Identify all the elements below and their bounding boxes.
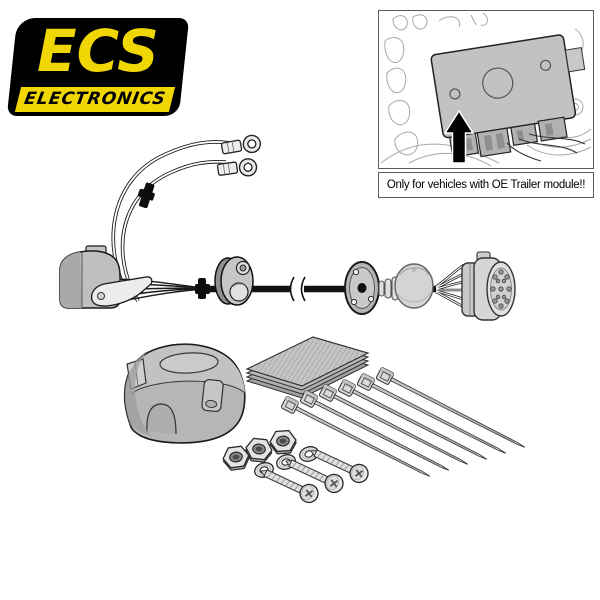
ring-terminal-earth-wires bbox=[111, 134, 262, 302]
wiring-harness bbox=[59, 134, 516, 321]
oe-module-illustration bbox=[380, 12, 592, 167]
module-wires bbox=[506, 133, 586, 162]
cable-break-mark bbox=[300, 276, 306, 302]
wire-clip bbox=[137, 182, 155, 209]
rubber-grommet-with-boot bbox=[378, 263, 434, 309]
mounting-kit bbox=[123, 336, 529, 507]
adhesive-plates bbox=[245, 336, 370, 399]
oe-caption-box: Only for vehicles with OE Trailer module… bbox=[378, 172, 594, 198]
up-arrow-icon bbox=[443, 109, 475, 164]
bolts bbox=[256, 441, 372, 507]
hex-nut bbox=[268, 429, 298, 456]
logo-brand-text: ECS bbox=[37, 17, 159, 85]
thirteen-pin-socket-connector bbox=[461, 251, 516, 321]
oe-module-inset-box bbox=[378, 10, 594, 169]
logo-band: ELECTRONICS bbox=[14, 87, 176, 112]
ecs-logo: ECS ELECTRONICS bbox=[6, 14, 190, 116]
module-latch-lever bbox=[90, 276, 153, 307]
grommet-flange-plate bbox=[344, 261, 380, 315]
socket-housing-cover bbox=[123, 343, 246, 444]
oe-caption-text: Only for vehicles with OE Trailer module… bbox=[386, 179, 586, 191]
oe-trailer-module bbox=[430, 34, 586, 158]
cable-tie-on-cable bbox=[195, 278, 210, 299]
cable-break-mark bbox=[289, 276, 295, 302]
logo-subtitle-text: ELECTRONICS bbox=[22, 89, 168, 109]
ring-terminal-lower bbox=[216, 158, 258, 177]
round-two-way-connector bbox=[214, 256, 254, 306]
wire-fan-right bbox=[435, 263, 465, 309]
ring-terminal-upper bbox=[220, 134, 262, 155]
cover-front-recess bbox=[201, 379, 224, 413]
vehicle-connector-module bbox=[59, 245, 153, 309]
